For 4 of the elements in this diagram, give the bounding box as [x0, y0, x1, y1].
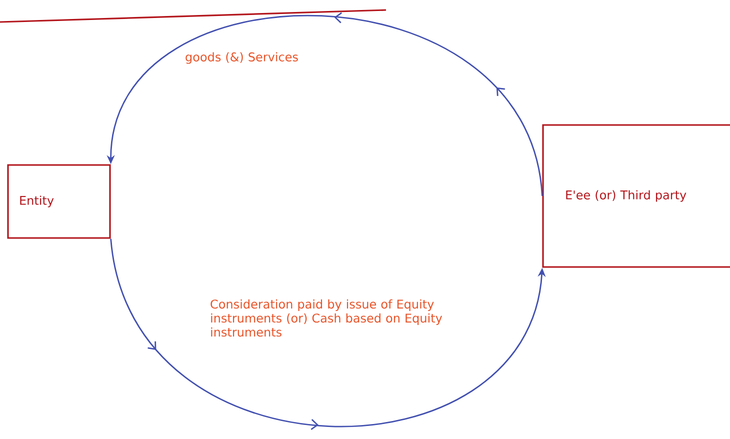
entity-box: E'ee (or) Third party [542, 124, 730, 268]
edge-label: Consideration paid by issue of Equity instruments (or) Cash based on Equity instruments [210, 299, 442, 337]
edge-label: goods (&) Services [186, 52, 298, 64]
entity-box: Entity [7, 164, 111, 239]
